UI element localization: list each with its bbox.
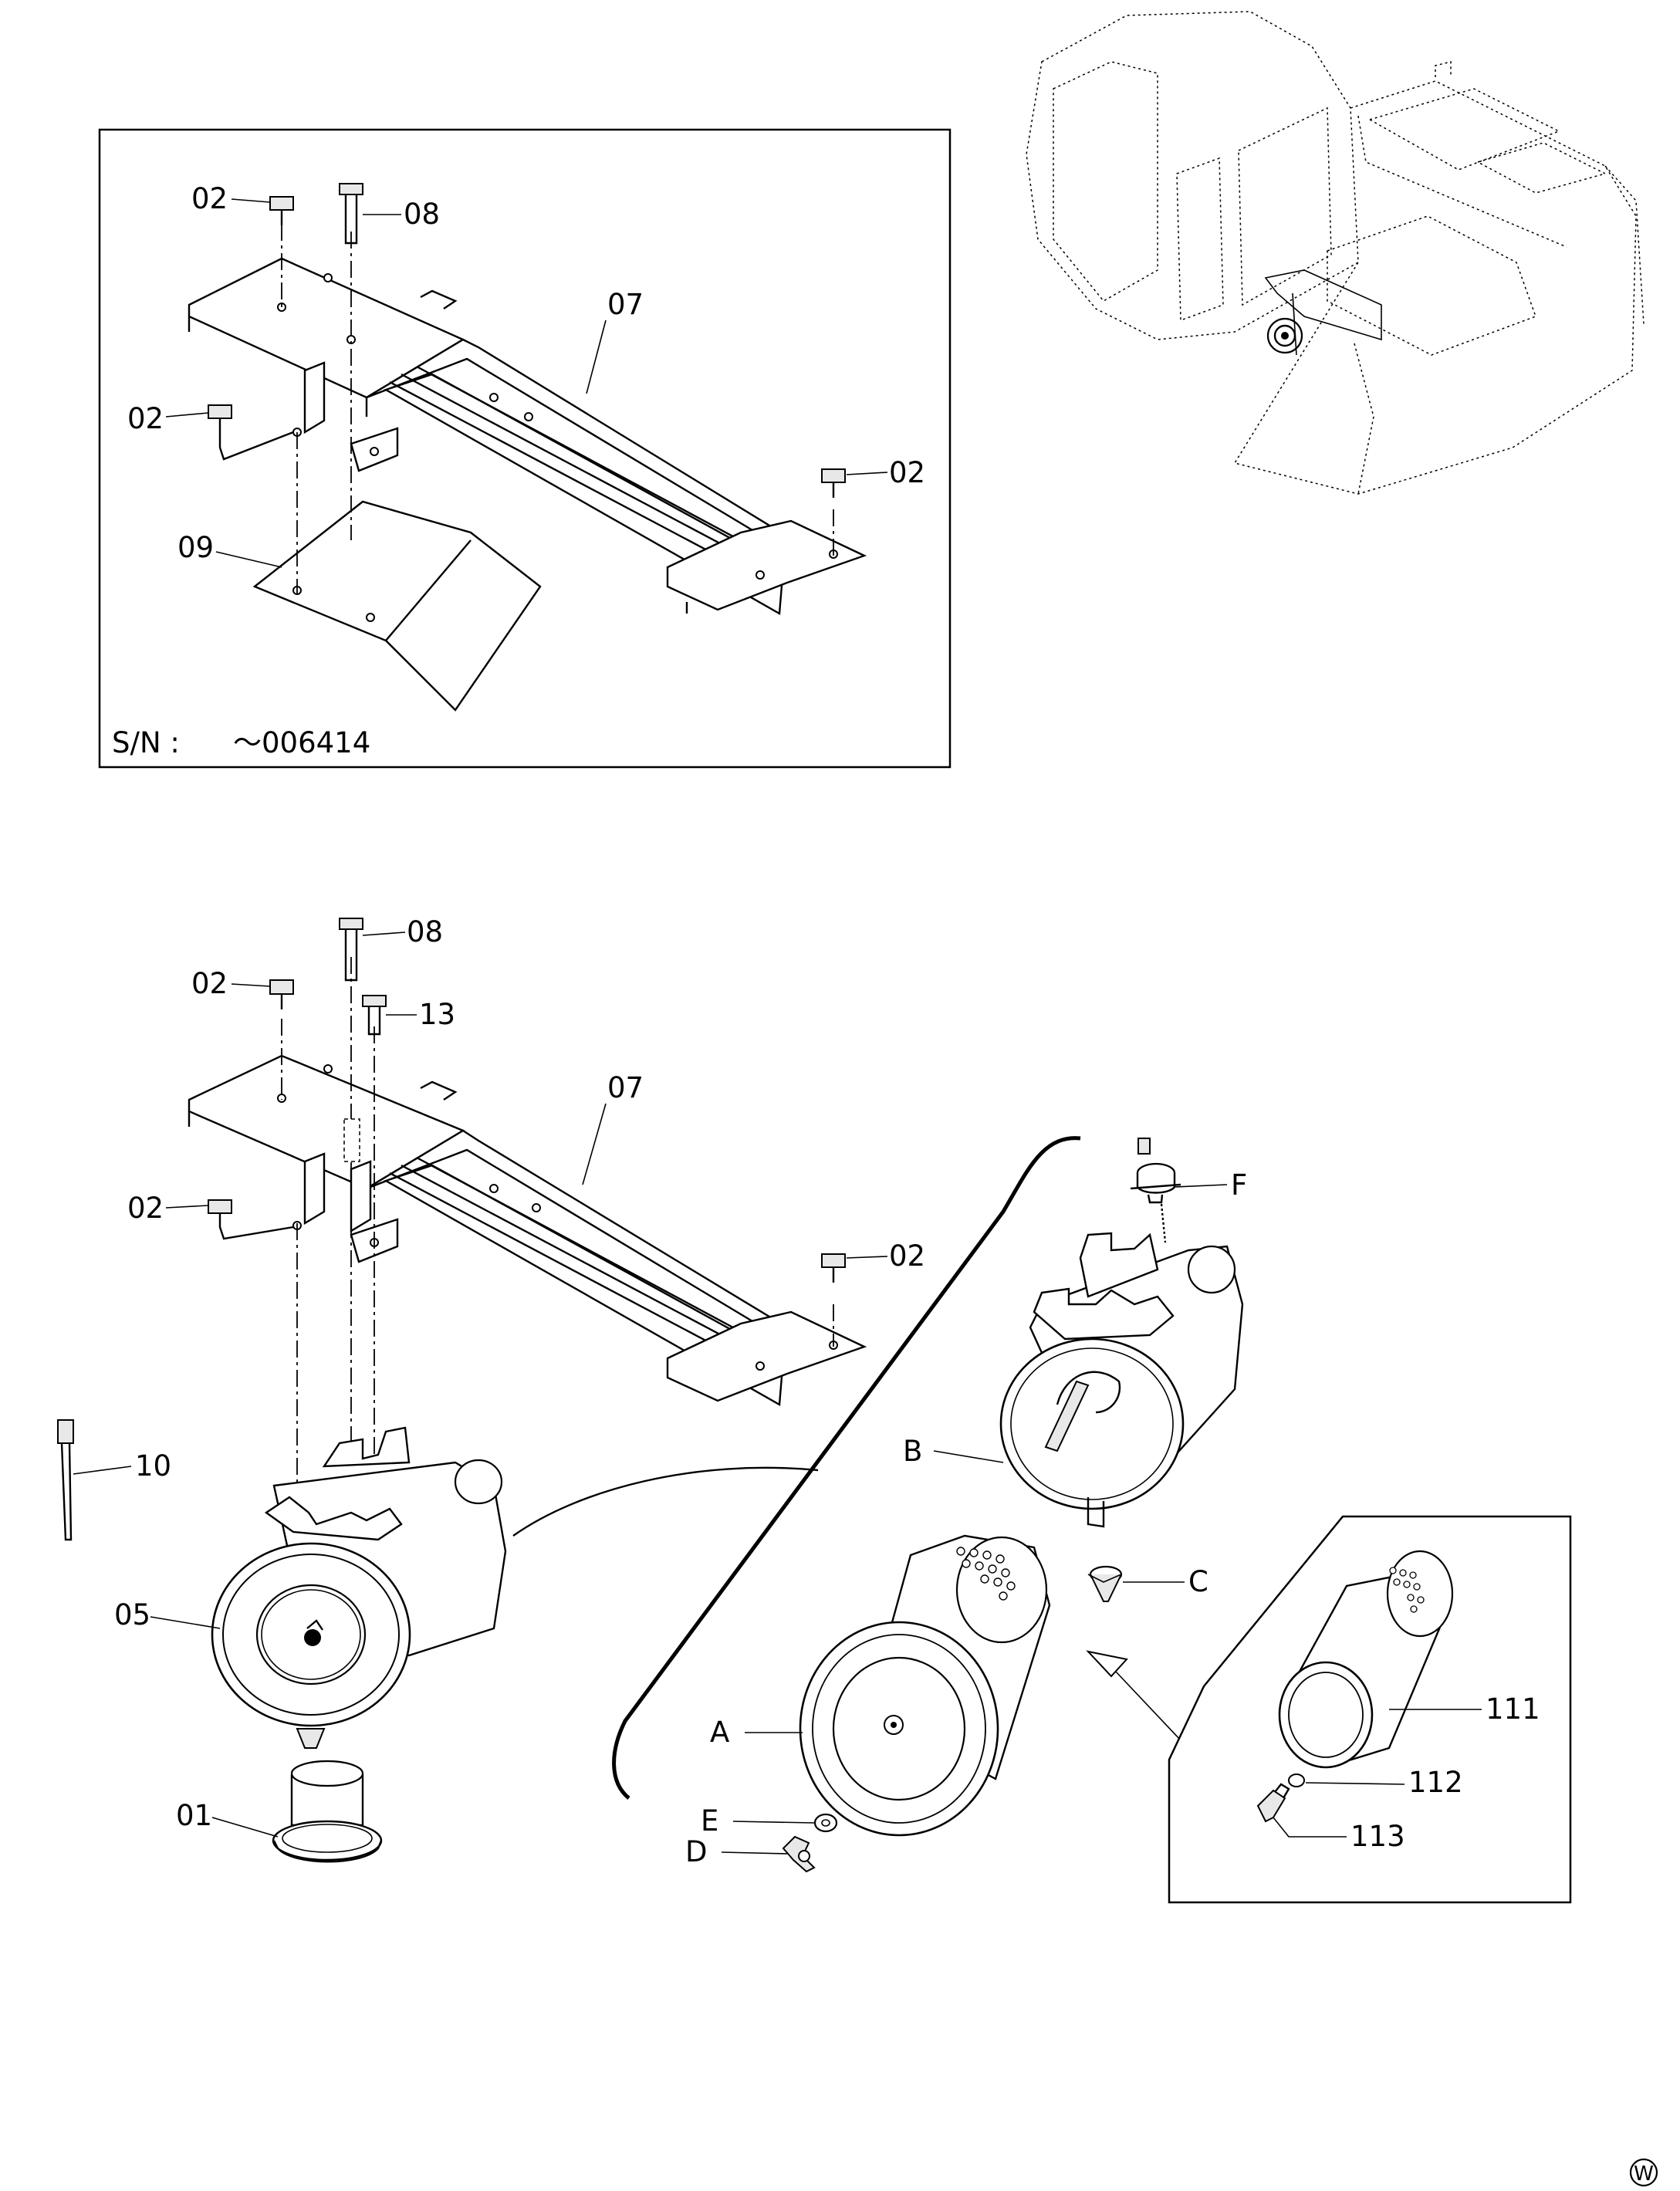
bracket-drawing-main [188, 1054, 867, 1406]
corner-mark-letter: W [1634, 2162, 1654, 2186]
callout-C: C [1188, 1565, 1208, 1598]
cleaner-body-drawing [999, 1232, 1244, 1528]
callout-main-01: 01 [176, 1799, 212, 1832]
main-callouts: 08 02 13 07 02 02 10 05 01 [73, 915, 925, 1838]
callout-main-08: 08 [407, 915, 443, 948]
excavator-locator [1026, 11, 1645, 495]
callout-top-08: 08 [404, 198, 440, 231]
callout-main-02-b: 02 [127, 1192, 164, 1225]
main-bolts [208, 918, 846, 1513]
callout-top-09: 09 [177, 531, 214, 564]
top-bolts [208, 183, 846, 594]
cable-tie-drawing [57, 1419, 74, 1541]
callout-top-02-a: 02 [191, 182, 228, 215]
exploded-detail: 111 112 113 F B C A E D [612, 1136, 1572, 1904]
washer-drawing [813, 1813, 838, 1833]
callout-111: 111 [1486, 1692, 1540, 1726]
bracket-drawing-top [188, 257, 867, 615]
primary-element-drawing [799, 1534, 1051, 1837]
callout-main-07: 07 [607, 1071, 644, 1104]
top-callouts: 02 08 07 02 02 09 [127, 182, 925, 568]
corner-mark: W [1629, 2158, 1658, 2187]
callout-main-02-a: 02 [191, 967, 228, 1000]
callout-top-02-b: 02 [127, 402, 164, 435]
callout-main-02-c: 02 [889, 1239, 925, 1273]
serial-range: ～006414 [233, 726, 370, 759]
main-assembly: 08 02 13 07 02 02 10 05 01 [57, 915, 925, 1863]
callout-main-05: 05 [114, 1598, 150, 1631]
top-panel-frame [98, 128, 952, 769]
wing-nut-drawing [782, 1835, 816, 1873]
detail-callouts: F B C A E D [685, 1168, 1247, 1868]
detail-arrow [1086, 1650, 1181, 1741]
callout-112: 112 [1408, 1766, 1463, 1799]
callout-top-02-c: 02 [889, 456, 925, 489]
inner-element-inset: 111 112 113 [1168, 1515, 1572, 1904]
callout-113: 113 [1350, 1820, 1405, 1853]
serial-note: S/N : [112, 726, 180, 759]
callout-A: A [710, 1716, 729, 1749]
callout-main-10: 10 [135, 1449, 171, 1483]
vacuator-valve-drawing [1087, 1565, 1123, 1602]
callout-top-07: 07 [607, 288, 644, 321]
air-cleaner-drawing [211, 1426, 507, 1749]
callout-B: B [903, 1435, 922, 1468]
detail-bracket-curve [612, 1136, 1081, 1800]
callout-D: D [685, 1835, 708, 1868]
cover-drawing [252, 500, 542, 712]
callout-F: F [1231, 1168, 1247, 1202]
cap-drawing [272, 1760, 383, 1863]
detail-leader-curve [512, 1466, 819, 1537]
callout-E: E [701, 1804, 718, 1838]
indicator-drawing [1130, 1138, 1181, 1243]
callout-main-13: 13 [419, 998, 455, 1031]
top-variant-panel: 02 08 07 02 02 09 S/N : ～006414 [98, 128, 952, 769]
